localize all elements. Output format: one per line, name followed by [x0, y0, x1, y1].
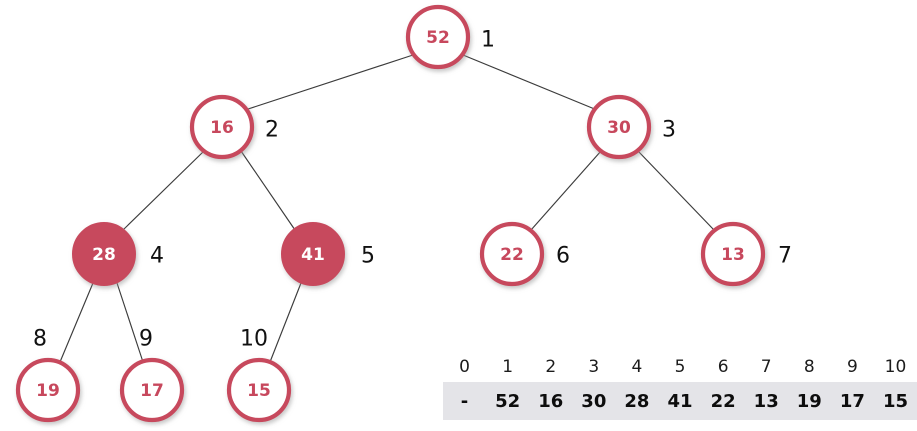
array-index-cell: 3	[588, 357, 600, 377]
node-circle-41	[281, 222, 345, 286]
node-index-label-10: 10	[240, 327, 268, 352]
array-index-cell: 4	[631, 357, 643, 377]
tree-edge-n4-n8	[59, 282, 94, 363]
node-circle-19	[15, 357, 81, 423]
array-index-cell: 2	[545, 357, 557, 377]
node-index-label-8: 8	[33, 327, 47, 352]
node-circle-17	[119, 357, 185, 423]
node-circle-15	[226, 357, 292, 423]
array-value-cell: 16	[538, 390, 564, 412]
node-value-label: 17	[140, 381, 164, 401]
tree-edge-n3-n7	[637, 150, 715, 231]
array-value-cell: 19	[796, 390, 822, 412]
tree-node-13[interactable]: 13	[700, 221, 766, 287]
array-value-cell: -	[460, 390, 469, 412]
node-circle-16	[189, 94, 255, 160]
node-value-label: 52	[426, 28, 450, 48]
array-value-cell: 22	[710, 390, 736, 412]
node-index-label-3: 3	[662, 118, 676, 143]
node-value-label: 19	[36, 381, 60, 401]
tree-node-52[interactable]: 52	[405, 4, 471, 70]
tree-index-label-layer: 1 2 3 4 5 6 7 8 9 10	[33, 28, 792, 352]
array-index-cell: 5	[674, 357, 686, 377]
node-value-label: 30	[607, 118, 631, 138]
array-index-cell: 9	[846, 357, 858, 377]
node-circle-13	[700, 221, 766, 287]
array-value-cell: 30	[581, 390, 607, 412]
array-index-cell: 8	[803, 357, 815, 377]
node-index-label-6: 6	[556, 244, 570, 269]
array-index-row: 0 1 2 3 4 5 6 7 8 9 10	[443, 352, 917, 382]
node-value-label: 28	[92, 245, 116, 265]
tree-node-22[interactable]: 22	[479, 221, 545, 287]
array-representation-table: 0 1 2 3 4 5 6 7 8 9 10 - 52 16 30 28 41 22 13 19 17 15	[443, 352, 917, 420]
tree-edge-n4-n9	[116, 282, 144, 363]
array-index-cell: 10	[884, 357, 907, 377]
tree-edge-layer	[59, 54, 715, 363]
array-index-cell: 6	[717, 357, 729, 377]
node-value-label: 22	[500, 245, 524, 265]
tree-edge-n2-n5	[240, 150, 296, 231]
tree-edge-n1-n3	[462, 54, 598, 111]
array-value-cell: 28	[624, 390, 650, 412]
node-index-label-9: 9	[139, 327, 153, 352]
node-value-label: 16	[210, 118, 234, 138]
tree-node-30[interactable]: 30	[586, 94, 652, 160]
array-index-cell: 0	[459, 357, 470, 377]
node-circle-30	[586, 94, 652, 160]
node-circle-52	[405, 4, 471, 70]
node-circle-28	[72, 222, 136, 286]
node-index-label-4: 4	[150, 244, 164, 269]
array-value-cell: 41	[667, 390, 693, 412]
tree-node-17[interactable]: 17	[119, 357, 185, 423]
tree-node-28[interactable]: 28	[72, 222, 136, 286]
node-index-label-7: 7	[778, 244, 792, 269]
node-value-label: 41	[301, 245, 325, 265]
array-value-row: - 52 16 30 28 41 22 13 19 17 15	[443, 382, 917, 420]
node-value-label: 15	[247, 381, 271, 401]
tree-edge-n1-n2	[244, 54, 414, 111]
node-value-label: 13	[721, 245, 745, 265]
node-index-label-5: 5	[361, 244, 375, 269]
node-index-label-2: 2	[265, 118, 279, 143]
array-value-cell: 15	[882, 390, 909, 412]
tree-edge-n2-n4	[122, 150, 205, 231]
array-value-cell: 13	[753, 390, 779, 412]
tree-edge-n3-n6	[530, 150, 602, 231]
node-circle-22	[479, 221, 545, 287]
array-index-cell: 1	[502, 357, 514, 377]
tree-edge-n5-n10	[269, 282, 302, 363]
tree-node-16[interactable]: 16	[189, 94, 255, 160]
tree-node-41[interactable]: 41	[281, 222, 345, 286]
tree-node-19[interactable]: 19	[15, 357, 81, 423]
tree-node-15[interactable]: 15	[226, 357, 292, 423]
array-value-cell: 17	[839, 390, 865, 412]
node-index-label-1: 1	[481, 28, 495, 53]
array-value-cell: 52	[495, 390, 521, 412]
array-index-cell: 7	[760, 357, 772, 377]
